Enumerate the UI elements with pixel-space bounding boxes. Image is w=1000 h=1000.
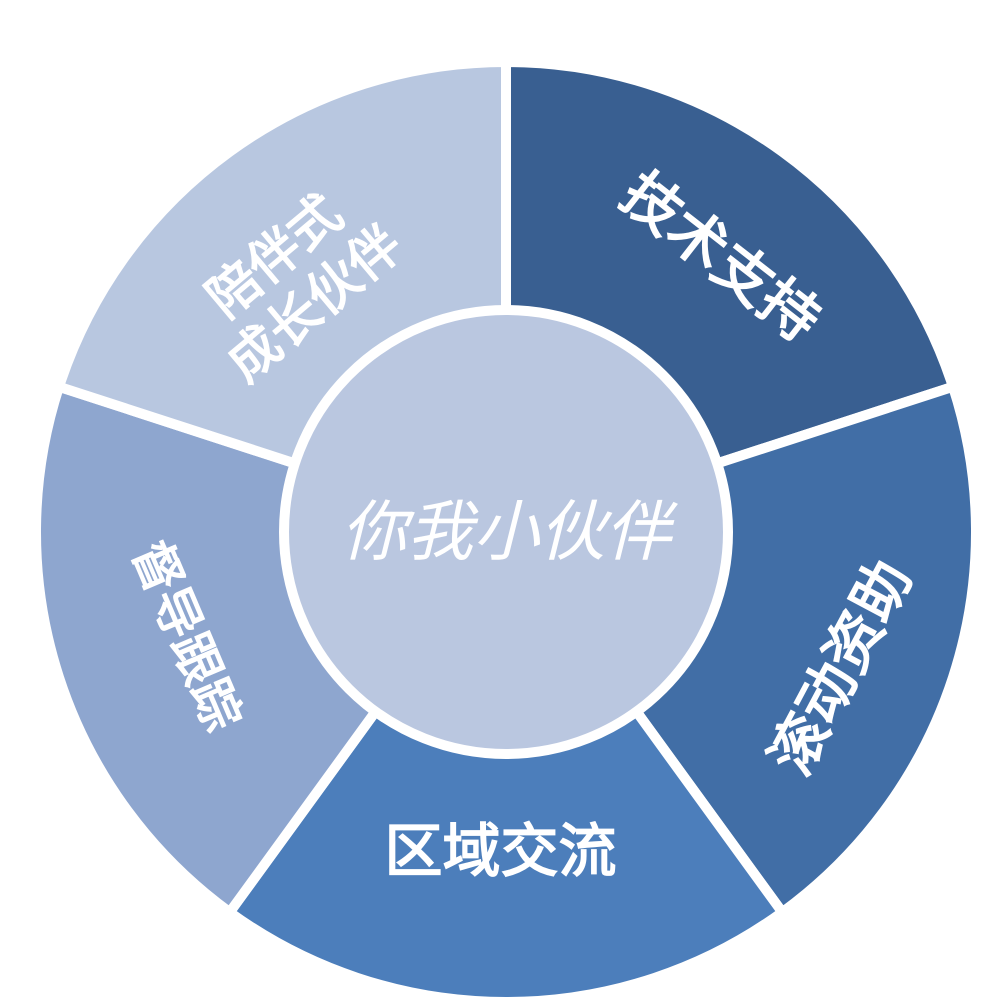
segment-regional-exchange <box>222 523 790 1000</box>
segment-label-regional-exchange: 区域交流 <box>384 817 616 885</box>
center-label: 你我小伙伴 <box>341 494 678 571</box>
segment-label-line: 区域交流 <box>384 817 616 885</box>
center-hub <box>279 305 733 759</box>
